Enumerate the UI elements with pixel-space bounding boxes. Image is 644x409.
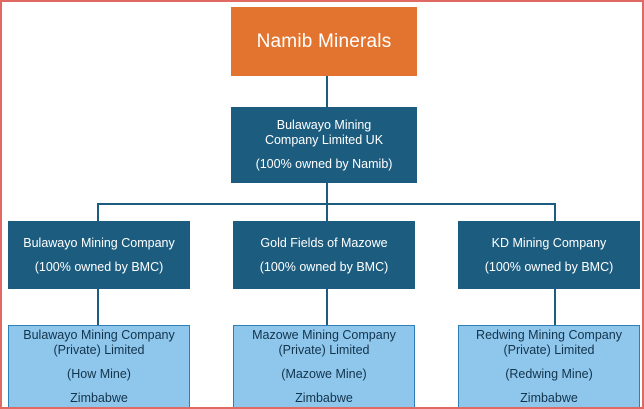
node-country: Zimbabwe xyxy=(70,391,128,405)
connector-level2-stem xyxy=(326,183,328,204)
node-title-line2: (Private) Limited xyxy=(53,343,145,357)
connector-level3-3-to-level4-3 xyxy=(554,289,556,325)
node-ownership: (100% owned by BMC) xyxy=(484,259,614,274)
node-namib-minerals[interactable]: Namib Minerals xyxy=(231,7,417,76)
node-title: KD Mining Company xyxy=(491,235,607,250)
connector-bus-to-level3-2 xyxy=(326,203,328,221)
node-title-line1: Mazowe Mining Company xyxy=(252,328,396,342)
node-title: Gold Fields of Mazowe xyxy=(260,235,388,250)
connector-root-to-level2 xyxy=(326,76,328,107)
node-country: Zimbabwe xyxy=(295,391,353,405)
node-redwing-mining-company-private-limited[interactable]: Redwing Mining Company (Private) Limited… xyxy=(458,325,640,407)
node-ownership: (100% owned by BMC) xyxy=(259,259,389,274)
connector-bus-to-level3-3 xyxy=(554,203,556,221)
node-gold-fields-of-mazowe[interactable]: Gold Fields of Mazowe (100% owned by BMC… xyxy=(233,221,415,289)
node-ownership: (100% owned by Namib) xyxy=(255,157,393,171)
node-title-line2: Company Limited UK xyxy=(264,133,384,147)
node-mine: (How Mine) xyxy=(67,367,131,381)
node-title-line1: Redwing Mining Company xyxy=(476,328,622,342)
node-title-line2: (Private) Limited xyxy=(278,343,370,357)
connector-level3-1-to-level4-1 xyxy=(97,289,99,325)
connector-level3-2-to-level4-2 xyxy=(326,289,328,325)
node-bulawayo-mining-company-private-limited[interactable]: Bulawayo Mining Company (Private) Limite… xyxy=(8,325,190,407)
node-title-line1: Bulawayo Mining Company xyxy=(23,328,175,342)
node-title: Bulawayo Mining Company xyxy=(23,235,175,250)
node-title: Namib Minerals xyxy=(256,30,392,52)
node-country: Zimbabwe xyxy=(520,391,578,405)
node-mine: (Mazowe Mine) xyxy=(281,367,367,381)
node-ownership: (100% owned by BMC) xyxy=(34,259,164,274)
node-bulawayo-mining-company[interactable]: Bulawayo Mining Company (100% owned by B… xyxy=(8,221,190,289)
node-title-line2: (Private) Limited xyxy=(503,343,595,357)
node-bulawayo-mining-company-limited-uk[interactable]: Bulawayo Mining Company Limited UK (100%… xyxy=(231,107,417,183)
node-mazowe-mining-company-private-limited[interactable]: Mazowe Mining Company (Private) Limited … xyxy=(233,325,415,407)
node-title-line1: Bulawayo Mining xyxy=(276,118,372,132)
node-mine: (Redwing Mine) xyxy=(505,367,593,381)
node-kd-mining-company[interactable]: KD Mining Company (100% owned by BMC) xyxy=(458,221,640,289)
connector-bus-to-level3-1 xyxy=(97,203,99,221)
